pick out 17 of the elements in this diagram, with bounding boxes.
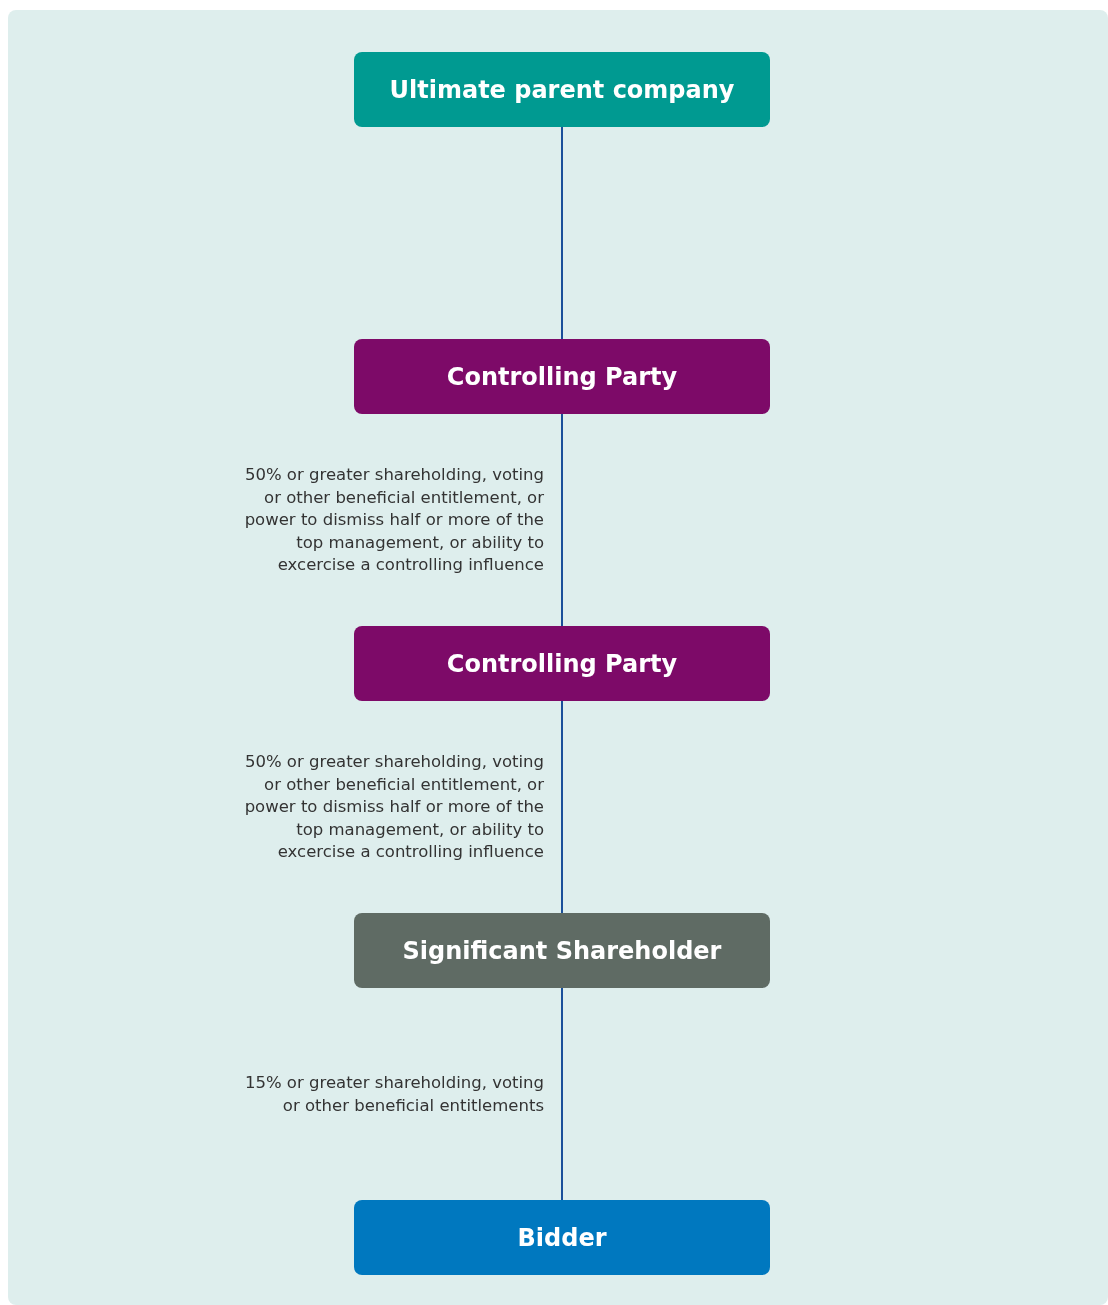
connector-line [561, 700, 563, 914]
entity-name: Controlling Party [446, 362, 678, 391]
connector-line [561, 413, 563, 627]
connector-line [561, 126, 563, 340]
entity-box [354, 913, 770, 988]
entity-name: Significant Shareholder [402, 936, 722, 965]
entity-name: Controlling Party [446, 649, 678, 678]
edge-label: 50% or greater shareholding, voting or other beneficial entitlement, or power to dismiss half or more of the top management, or ability to excercise a controlling influence [244, 750, 544, 863]
edge-label: 15% or greater shareholding, voting or other beneficial entitlements [244, 1071, 544, 1116]
entity-box [354, 339, 770, 414]
entity-name: Ultimate parent company [389, 75, 735, 104]
connector-line [561, 987, 563, 1201]
entity-box [354, 52, 770, 127]
entity-name: Bidder [517, 1223, 607, 1252]
edge-label: 50% or greater shareholding, voting or other beneficial entitlement, or power to dismiss half or more of the top management, or ability to excercise a controlling influence [244, 463, 544, 576]
entity-box [354, 626, 770, 701]
entity-box [354, 1200, 770, 1275]
